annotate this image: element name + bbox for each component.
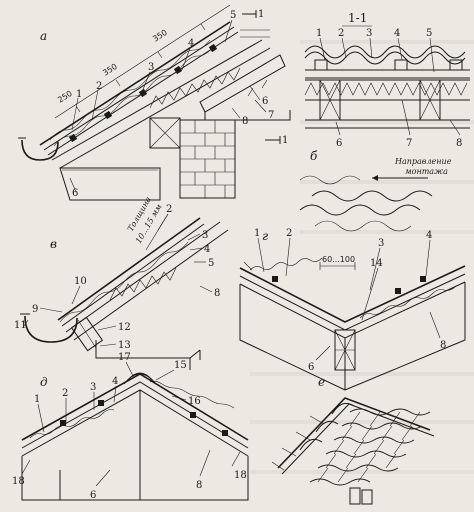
callout-d-6: 6 [90, 490, 96, 501]
section-callouts: 1 2 3 4 5 6 7 8 [316, 28, 462, 149]
callout-a-6b: 6 [72, 188, 78, 199]
callout-d-1: 1 [34, 394, 40, 405]
callout-v-4: 4 [204, 244, 210, 255]
callout-a-8: 8 [242, 116, 248, 127]
panel-a-roof-slope [39, 21, 271, 169]
panel-g-label: г [262, 229, 268, 243]
callout-s-7: 7 [406, 138, 412, 149]
callout-v-12: 12 [118, 322, 131, 333]
section-1-1: 1-1 1 2 3 4 5 6 7 8 [304, 11, 470, 149]
callout-d-18b: 18 [234, 470, 247, 481]
callout-v-8: 8 [214, 288, 220, 299]
callout-s-6: 6 [336, 138, 342, 149]
panel-a-label: а [40, 29, 47, 43]
panel-d: д 1 2 3 4 6 8 15 16 17 18 18 [12, 352, 249, 501]
callout-v-11: 11 [14, 320, 27, 331]
callout-g-1: 1 [254, 228, 260, 239]
dim-250: 250 [56, 89, 74, 105]
panel-a-brick-wall [149, 117, 236, 199]
callout-a-5: 5 [230, 10, 236, 21]
callout-a-6: 6 [262, 96, 268, 107]
callout-v-2: 2 [166, 204, 172, 215]
callout-d-3: 3 [90, 382, 96, 393]
mounting-direction-line1: Направление [394, 157, 452, 166]
callout-d-18a: 18 [12, 476, 25, 487]
callout-s-8: 8 [456, 138, 462, 149]
panel-d-label: д [40, 375, 48, 389]
callout-v-10: 10 [74, 276, 87, 287]
panel-a-gutter [18, 137, 59, 161]
callout-s-5: 5 [426, 28, 432, 39]
callout-d-15: 15 [174, 360, 187, 371]
panel-a-fascia [59, 167, 161, 201]
callout-s-2: 2 [338, 28, 344, 39]
panel-d-callouts: 1 2 3 4 6 8 15 16 17 18 18 [12, 352, 247, 501]
callout-d-4: 4 [112, 376, 118, 387]
callout-s-1: 1 [316, 28, 322, 39]
panel-e-label: е [318, 375, 325, 389]
callout-g-14: 14 [370, 258, 383, 269]
panel-v: в Толщина 10...15 мм 2 3 4 5 8 9 10 11 [14, 195, 229, 370]
callout-v-9: 9 [32, 304, 38, 315]
section-label: 1-1 [348, 11, 367, 25]
callout-g-6: 6 [308, 362, 314, 373]
callout-d-8: 8 [196, 480, 202, 491]
callout-a-3: 3 [148, 62, 154, 73]
callout-v-5: 5 [208, 258, 214, 269]
dim-350-2: 350 [151, 28, 169, 44]
background-page-text [250, 40, 474, 474]
callout-a-section-top: 1 [258, 9, 264, 20]
panel-a-callouts: 1 2 3 4 5 6 7 8 1 1 6 [69, 9, 288, 199]
callout-d-16: 16 [188, 396, 201, 407]
callout-a-2: 2 [96, 81, 102, 92]
dim-60-100: 60...100 [322, 255, 355, 264]
panel-e: е [271, 375, 435, 505]
panel-a-rafter [199, 29, 291, 121]
callout-v-13: 13 [118, 340, 131, 351]
callout-d-17: 17 [118, 352, 131, 363]
callout-g-3: 3 [378, 238, 384, 249]
dim-350-1: 350 [101, 62, 119, 78]
panel-g-callouts: 1 2 3 4 6 8 14 1 [243, 228, 446, 373]
callout-a-section-bottom: 1 [282, 135, 288, 146]
panel-g: г 60...100 1 2 3 4 6 8 14 1 [239, 228, 466, 391]
panel-a-dimensions: 250 350 350 [54, 4, 231, 119]
callout-a-4: 4 [188, 38, 194, 49]
panel-b: б Направление монтажа [299, 149, 452, 232]
panel-a: а 250 350 350 [18, 4, 291, 201]
callout-s-3: 3 [366, 28, 372, 39]
callout-d-2: 2 [62, 388, 68, 399]
callout-g-4: 4 [426, 230, 432, 241]
callout-a-1: 1 [76, 89, 82, 100]
callout-g-8: 8 [440, 340, 446, 351]
callout-a-7: 7 [268, 110, 274, 121]
callout-v-3: 3 [202, 230, 208, 241]
panel-v-callouts: 2 3 4 5 8 9 10 11 12 13 2 [14, 204, 220, 351]
panel-v-label: в [50, 237, 57, 251]
callout-s-4: 4 [394, 28, 400, 39]
mounting-direction-line2: монтажа [405, 167, 448, 176]
callout-g-2: 2 [286, 228, 292, 239]
panel-b-label: б [310, 149, 318, 163]
